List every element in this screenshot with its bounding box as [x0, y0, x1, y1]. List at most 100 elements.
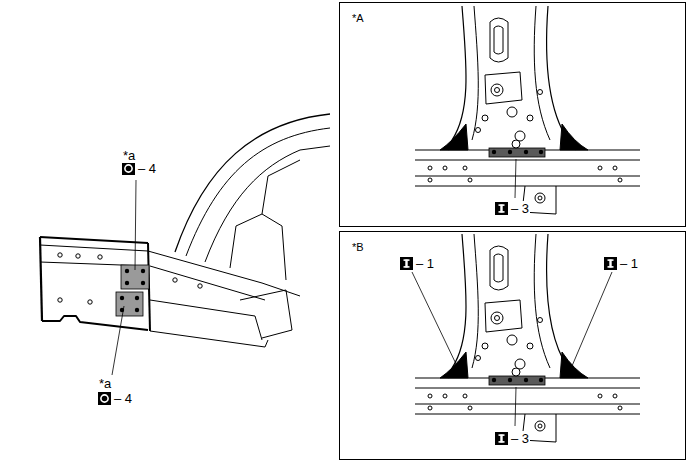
- pillar-slot-inner: [494, 254, 503, 282]
- bolt-hole: [538, 424, 542, 428]
- view-label: *A: [352, 12, 364, 24]
- sill-line: [415, 186, 640, 187]
- inner-bracket: [240, 290, 292, 338]
- hole: [88, 300, 92, 304]
- weld-point: [508, 378, 512, 382]
- hole: [476, 356, 481, 361]
- hole: [598, 166, 602, 170]
- hole: [468, 178, 472, 182]
- hole: [463, 166, 467, 170]
- inner-panel: [230, 214, 286, 280]
- bolt-hole: [515, 131, 525, 141]
- sill-cut-face: [40, 237, 42, 321]
- weld-strip: [489, 148, 545, 157]
- leader-line: [135, 180, 136, 270]
- view-label: *B: [352, 241, 364, 253]
- weld-type-symbol: [499, 441, 505, 443]
- pillar-plate: [485, 72, 522, 104]
- hole: [173, 278, 177, 282]
- weld-point: [508, 150, 512, 154]
- pillar-outer-curve: [175, 114, 330, 252]
- weld-point: [539, 378, 543, 382]
- weld-type-symbol: [499, 434, 505, 436]
- weld-type-symbol: [125, 165, 132, 172]
- hole: [482, 343, 488, 349]
- hole: [58, 298, 62, 302]
- sill-flange-line: [40, 245, 148, 251]
- weld-strip: [489, 376, 545, 385]
- weld-type-symbol: [608, 266, 614, 268]
- hole: [428, 394, 432, 398]
- weld-symbols: [98, 162, 617, 445]
- weld-point: [135, 308, 139, 312]
- center-pillar-detail: [412, 234, 640, 442]
- leader-line: [412, 272, 457, 366]
- leader-line: [515, 387, 516, 426]
- hole: [527, 343, 533, 349]
- weld-point: [492, 378, 496, 382]
- bolt-hole: [495, 88, 500, 93]
- pillar-slot: [490, 18, 508, 62]
- sill-bottom-edge: [42, 316, 148, 330]
- gusset: [560, 124, 588, 150]
- hole: [428, 166, 432, 170]
- weld-type-symbol: [499, 204, 505, 206]
- pillar-slot: [490, 246, 508, 290]
- weld-mark: [455, 368, 461, 374]
- pillar-inner-right: [534, 234, 550, 368]
- floor-line-mid: [150, 266, 265, 300]
- hole: [538, 90, 543, 95]
- center-pillar-detail: [415, 6, 640, 214]
- hole: [428, 406, 432, 410]
- weld-type-symbol: [608, 259, 614, 261]
- hole: [476, 128, 481, 133]
- weld-type-symbol: [101, 395, 108, 402]
- weld-type-symbol: [400, 257, 413, 270]
- inner-panel-top: [262, 160, 300, 214]
- weld-point: [524, 150, 528, 154]
- hole: [58, 253, 62, 257]
- bolt-hole: [491, 312, 503, 324]
- leader-line: [112, 306, 124, 375]
- pillar-slot-inner: [494, 26, 503, 54]
- hole: [428, 178, 432, 182]
- hole: [538, 318, 543, 323]
- note-marker: *a: [98, 376, 112, 391]
- weld-type-symbol: [495, 202, 508, 215]
- weld-type-symbol: [604, 257, 617, 270]
- bolt-hole: [535, 421, 545, 431]
- gusset: [560, 352, 588, 378]
- weld-area: [116, 292, 143, 316]
- weld-point: [125, 281, 129, 285]
- floor-line-inner: [150, 300, 262, 340]
- weld-count: – 3: [510, 201, 530, 216]
- detail-panel: *A: [339, 2, 686, 227]
- bolt-hole: [535, 193, 545, 203]
- weld-count: – 4: [137, 161, 157, 176]
- hole: [527, 115, 533, 121]
- bolt-hole: [512, 140, 520, 148]
- hole: [618, 178, 622, 182]
- sill-line: [415, 404, 640, 405]
- leader-line: [515, 159, 516, 198]
- hole: [618, 406, 622, 410]
- hole: [613, 394, 617, 398]
- weld-point: [524, 378, 528, 382]
- hole: [463, 394, 467, 398]
- weld-point: [141, 269, 145, 273]
- bolt-hole: [538, 196, 542, 200]
- hole: [598, 394, 602, 398]
- hole: [198, 284, 202, 288]
- bolt-hole: [495, 316, 500, 321]
- sill-line: [415, 388, 640, 389]
- gusset: [440, 352, 468, 378]
- sill-line: [415, 414, 640, 415]
- body-side-view: [40, 114, 330, 375]
- hole: [468, 406, 472, 410]
- sill-top-edge: [40, 237, 148, 243]
- hole: [98, 255, 102, 259]
- pillar-inner-left: [472, 6, 478, 140]
- weld-point: [120, 296, 124, 300]
- bolt-hole: [507, 107, 517, 117]
- pillar-plate: [485, 300, 522, 332]
